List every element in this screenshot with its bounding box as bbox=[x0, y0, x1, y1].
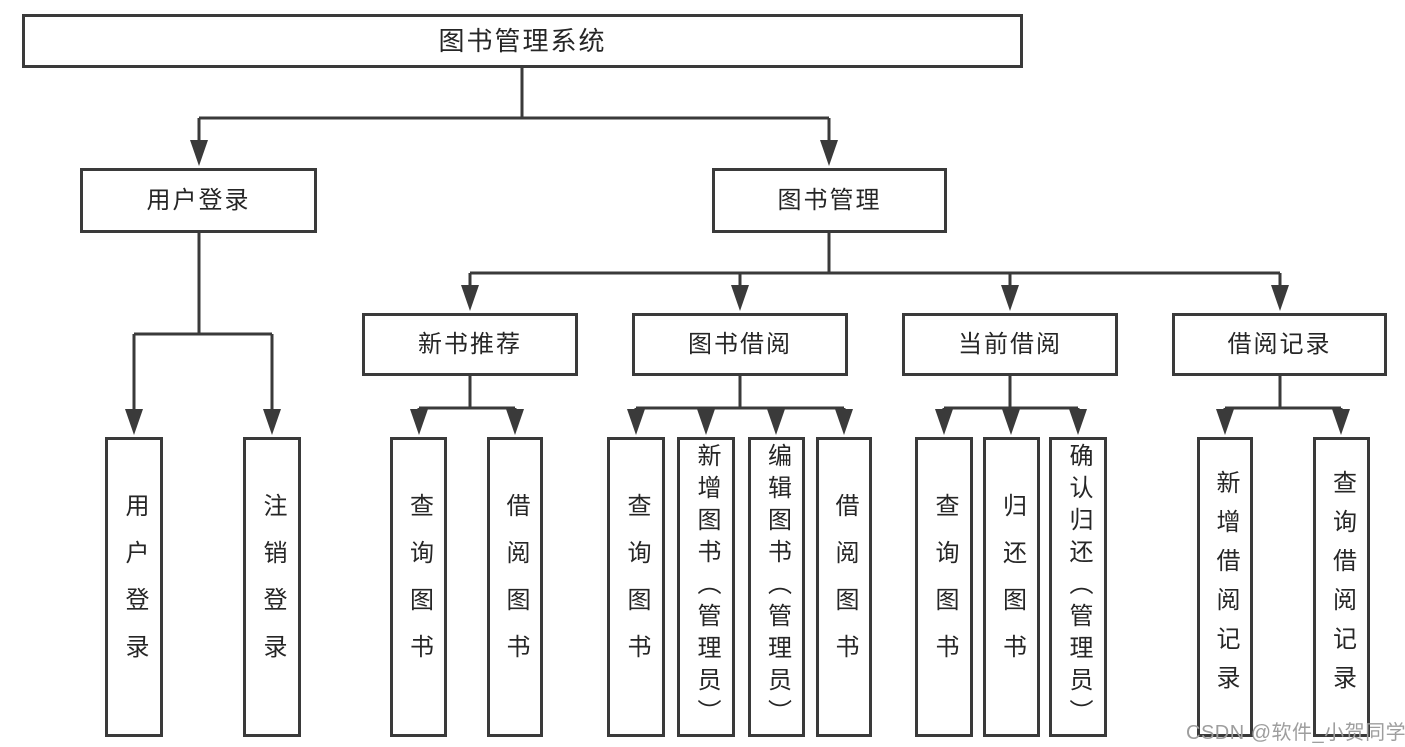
node-label: 用户登录 bbox=[146, 186, 251, 214]
node-label: 图书借阅 bbox=[688, 330, 792, 358]
node-book-management: 图书管理 bbox=[712, 168, 947, 233]
leaf-borrow-query-books: 查询图书 bbox=[607, 437, 665, 737]
leaf-logout: 注销登录 bbox=[243, 437, 301, 737]
node-borrow-records: 借阅记录 bbox=[1172, 313, 1387, 376]
node-book-borrow: 图书借阅 bbox=[632, 313, 848, 376]
leaf-user-login: 用户登录 bbox=[105, 437, 163, 737]
node-label: 查询图书 bbox=[623, 493, 650, 681]
node-label: 借阅记录 bbox=[1227, 330, 1332, 358]
leaf-add-books-admin: 新增图书（管理员） bbox=[677, 437, 735, 737]
leaf-borrow-books: 借阅图书 bbox=[816, 437, 872, 737]
leaf-query-borrow-record: 查询借阅记录 bbox=[1313, 437, 1370, 737]
node-label: 归还图书 bbox=[998, 493, 1026, 681]
node-label: 确认归还（管理员） bbox=[1065, 443, 1092, 731]
node-label: 借阅图书 bbox=[831, 493, 858, 681]
node-current-borrow: 当前借阅 bbox=[902, 313, 1118, 376]
node-label: 注销登录 bbox=[259, 493, 286, 681]
leaf-edit-books-admin: 编辑图书（管理员） bbox=[748, 437, 805, 737]
leaf-current-query-books: 查询图书 bbox=[915, 437, 973, 737]
node-label: 编辑图书（管理员） bbox=[763, 443, 791, 731]
node-label: 查询图书 bbox=[405, 493, 433, 681]
node-label: 图书管理系统 bbox=[438, 26, 607, 56]
leaf-recommend-query-books: 查询图书 bbox=[390, 437, 447, 737]
node-new-book-recommend: 新书推荐 bbox=[362, 313, 578, 376]
node-library-system: 图书管理系统 bbox=[22, 14, 1023, 68]
node-label: 用户登录 bbox=[121, 493, 148, 681]
node-label: 查询图书 bbox=[931, 493, 958, 681]
leaf-add-borrow-record: 新增借阅记录 bbox=[1197, 437, 1253, 737]
leaf-confirm-return-admin: 确认归还（管理员） bbox=[1049, 437, 1107, 737]
csdn-watermark: CSDN @软件_小贺同学 bbox=[1186, 722, 1405, 744]
leaf-recommend-borrow-books: 借阅图书 bbox=[487, 437, 543, 737]
node-user-login: 用户登录 bbox=[80, 168, 317, 233]
node-label: 查询借阅记录 bbox=[1328, 470, 1356, 704]
node-label: 图书管理 bbox=[777, 186, 882, 214]
node-label: 新增图书（管理员） bbox=[693, 443, 720, 731]
node-label: 当前借阅 bbox=[958, 330, 1062, 358]
node-label: 新增借阅记录 bbox=[1212, 470, 1239, 704]
node-label: 借阅图书 bbox=[502, 493, 529, 681]
leaf-return-books: 归还图书 bbox=[983, 437, 1040, 737]
node-label: 新书推荐 bbox=[418, 330, 522, 358]
